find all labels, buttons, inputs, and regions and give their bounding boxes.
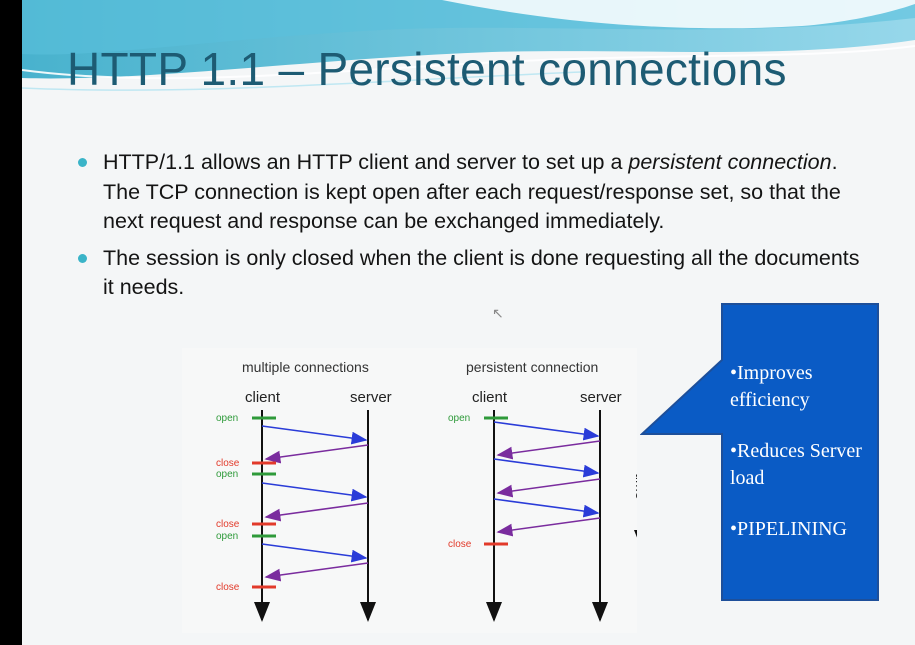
open-label: open: [216, 413, 238, 424]
callout-item-pipelining: •PIPELINING: [730, 518, 847, 540]
request-arrow: [493, 498, 600, 518]
request-arrow: [261, 543, 368, 563]
close-label: close: [216, 519, 240, 530]
right-client-label: client: [472, 389, 508, 406]
response-arrow: [264, 562, 369, 582]
mouse-cursor-icon: ↖: [492, 305, 504, 321]
callout-shape: [640, 303, 879, 601]
bullet-text: The session is only closed when the clie…: [103, 245, 860, 300]
header-waves-decoration: [22, 0, 915, 91]
bullet-text: . The TCP connection is kept open after …: [103, 150, 841, 233]
close-label: close: [448, 539, 472, 550]
bullet-item: The session is only closed when the clie…: [72, 244, 862, 303]
callout-box: [640, 303, 879, 601]
bullet-emphasis: persistent connection: [628, 150, 832, 174]
right-diagram-title: persistent connection: [466, 359, 598, 375]
request-arrow: [493, 421, 600, 441]
left-server-label: server: [350, 389, 392, 406]
bullet-item: HTTP/1.1 allows an HTTP client and serve…: [72, 148, 862, 237]
response-arrow: [264, 502, 369, 522]
bullet-list: HTTP/1.1 allows an HTTP client and serve…: [72, 148, 862, 310]
callout-item-improves-efficiency: •Improves efficiency: [730, 362, 813, 411]
right-server-label: server: [580, 389, 622, 406]
slide: HTTP 1.1 – Persistent connections HTTP/1…: [22, 0, 915, 645]
connection-diagram: multiple connections client server open …: [182, 348, 637, 633]
response-arrow: [496, 478, 601, 498]
request-arrow: [261, 425, 368, 445]
bullet-dot-icon: [78, 158, 87, 167]
open-label: open: [448, 413, 470, 424]
time-label: time: [633, 473, 637, 500]
open-label: open: [216, 531, 238, 542]
left-diagram-title: multiple connections: [242, 359, 369, 375]
request-arrow: [261, 482, 368, 502]
callout-list: •Improves efficiency •Reduces Server loa…: [730, 360, 890, 567]
bullet-dot-icon: [78, 253, 87, 263]
left-client-label: client: [245, 389, 281, 406]
callout-item-reduces-server-load: •Reduces Server load: [730, 440, 862, 489]
close-label: close: [216, 458, 240, 469]
bullet-text: HTTP/1.1 allows an HTTP client and serve…: [103, 150, 629, 174]
slide-title: HTTP 1.1 – Persistent connections: [67, 43, 787, 95]
close-label: close: [216, 582, 240, 593]
response-arrow: [496, 517, 601, 537]
response-arrow: [264, 444, 369, 464]
open-label: open: [216, 469, 238, 480]
response-arrow: [496, 440, 601, 460]
request-arrow: [493, 458, 600, 478]
